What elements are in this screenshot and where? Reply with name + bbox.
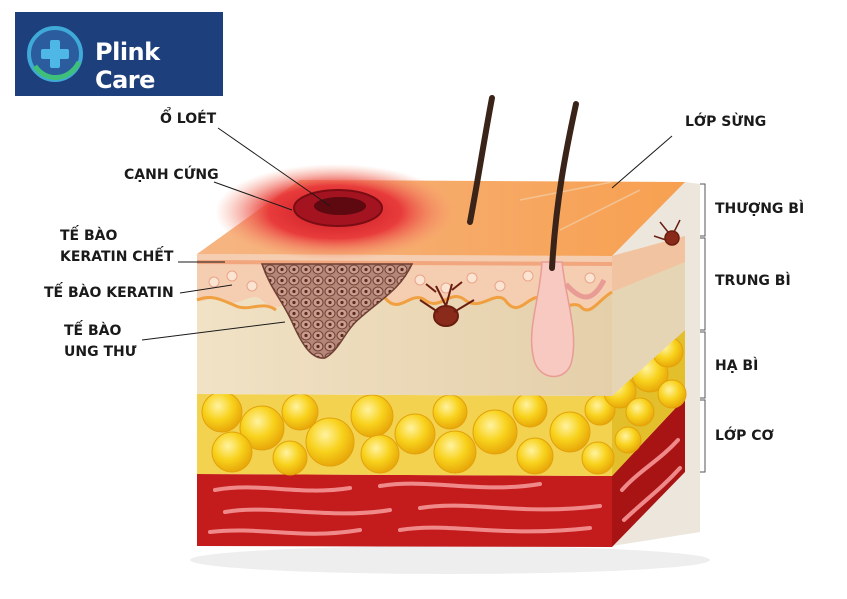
layer-brackets — [700, 183, 706, 473]
label-keratin-cell: TẾ BÀO KERATIN — [44, 285, 174, 301]
label-hard-edge: CẠNH CỨNG — [124, 167, 219, 183]
label-dead-keratin-1: TẾ BÀO — [60, 228, 118, 244]
label-ulcer: Ổ LOÉT — [160, 111, 217, 127]
leader-lines — [141, 127, 673, 341]
label-dermis: TRUNG BÌ — [715, 273, 791, 289]
label-hypodermis: HẠ BÌ — [715, 358, 759, 374]
medical-cross-icon — [27, 26, 83, 82]
melanocyte — [653, 219, 681, 246]
hair-strand — [467, 95, 495, 225]
label-cancer-cell-1: TẾ BÀO — [64, 323, 122, 339]
melanocyte — [419, 281, 475, 327]
hair-follicle — [530, 261, 607, 378]
muscle-layer — [197, 398, 685, 547]
hair-strand — [549, 101, 579, 271]
cancer-cell-mass — [260, 263, 414, 359]
label-dead-keratin-2: KERATIN CHẾT — [60, 249, 174, 265]
label-stratum-corneum: LỚP SỪNG — [685, 114, 767, 130]
label-muscle: LỚP CƠ — [715, 428, 774, 444]
label-epidermis: THƯỢNG BÌ — [715, 201, 805, 217]
label-cancer-cell-2: UNG THƯ — [64, 344, 137, 360]
brand-logo: Plink Care — [15, 12, 223, 96]
fat-layer — [197, 330, 687, 476]
brand-name: Plink Care — [95, 38, 160, 94]
